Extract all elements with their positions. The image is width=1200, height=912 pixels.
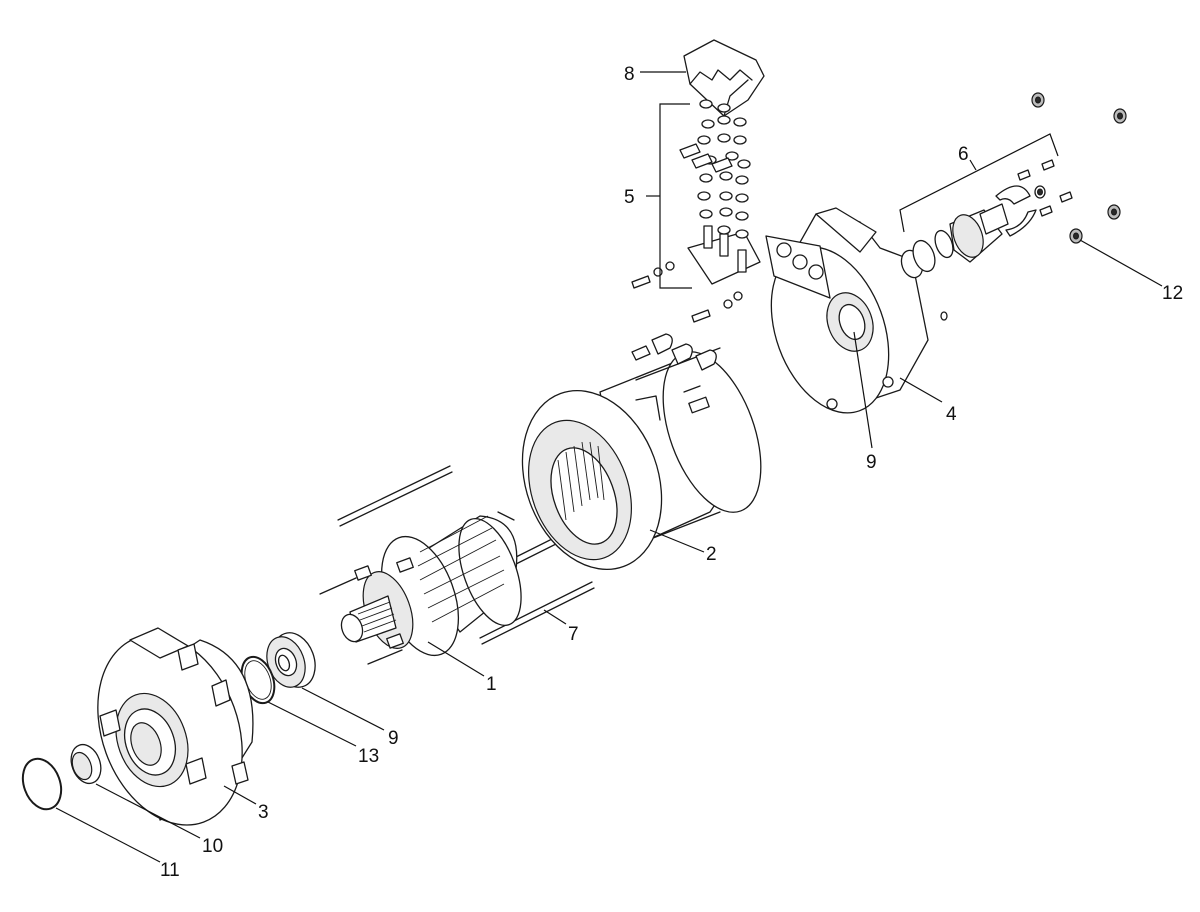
callout-rear-shield: 4 (946, 404, 957, 425)
front-bearing (266, 632, 316, 688)
terminal-kit (631, 99, 761, 323)
callout-terminal-cover: 8 (624, 64, 635, 85)
snap-ring (21, 757, 63, 811)
terminal-cover (683, 39, 765, 117)
callout-nut: 12 (1162, 283, 1183, 304)
callout-tie-rod: 7 (568, 624, 579, 645)
callout-stator: 2 (706, 544, 717, 565)
callout-seal: 10 (202, 836, 223, 857)
nuts (1031, 92, 1127, 244)
callout-snap-ring: 11 (160, 860, 180, 881)
front-shield (97, 627, 254, 826)
callout-brush-kit: 6 (958, 144, 969, 165)
rotor (319, 511, 522, 665)
callout-terminal-kit: 5 (624, 187, 635, 208)
stator (521, 333, 762, 571)
leader-lines (55, 71, 1163, 863)
callout-front-bearing: 9 (388, 728, 399, 749)
callout-rear-bearing: 9 (866, 452, 877, 473)
rear-shield (765, 207, 929, 414)
callout-o-ring: 13 (358, 746, 379, 767)
seal (70, 743, 102, 785)
callout-labels: 8 5 6 12 4 9 2 7 1 9 13 3 10 11 (160, 64, 1183, 881)
callout-rotor: 1 (486, 674, 497, 695)
brush-kit (899, 133, 1073, 321)
callout-front-shield: 3 (258, 802, 269, 823)
